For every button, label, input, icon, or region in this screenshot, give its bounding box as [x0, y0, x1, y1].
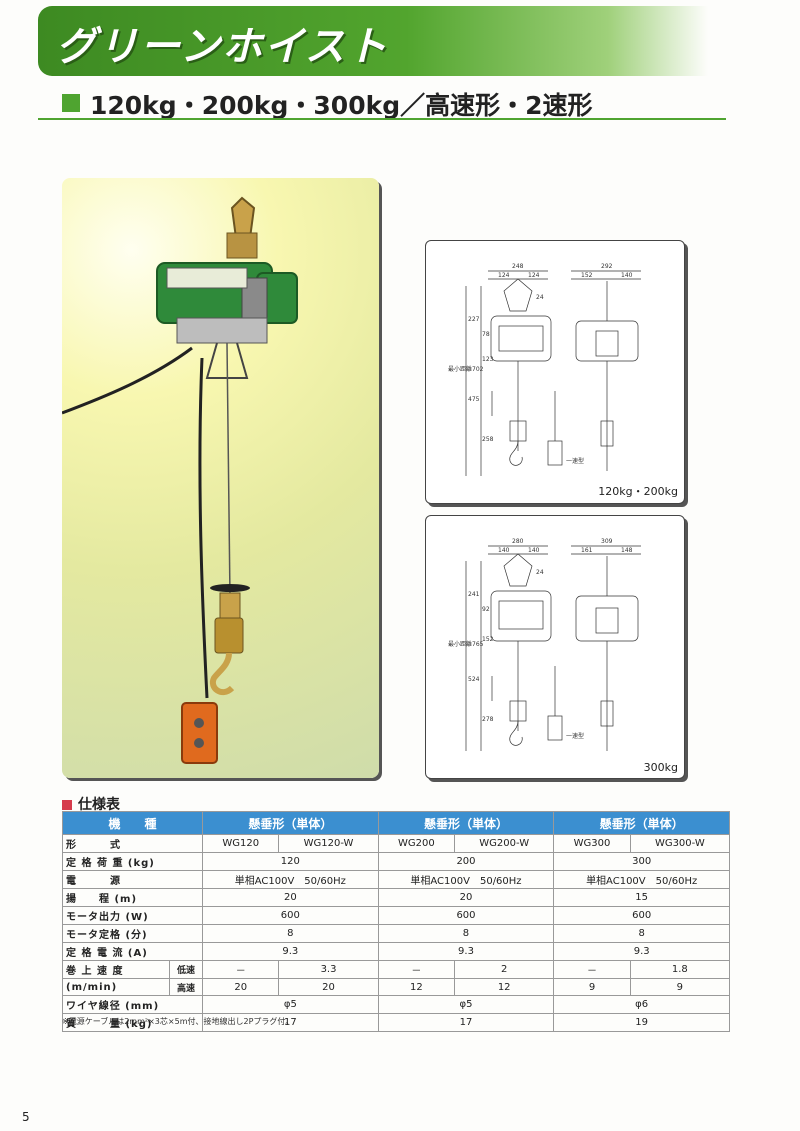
- dim-h-range: 475: [468, 396, 480, 403]
- subtitle-underline: [38, 118, 726, 120]
- page-number: 5: [22, 1110, 30, 1124]
- dim-side-left: 152: [581, 272, 593, 279]
- table-row: 電 源 単相AC100V 50/60Hz 単相AC100V 50/60Hz 単相…: [62, 870, 730, 889]
- dim-h-top: 227: [468, 316, 480, 323]
- header-group: 懸垂形（単体）: [377, 811, 555, 835]
- dim-min-dist: 最小距離765: [448, 640, 484, 648]
- dim-w-right: 140: [528, 547, 540, 554]
- dim-r24: 24: [536, 569, 544, 576]
- dim-h-78: 78: [482, 331, 490, 338]
- dim-h-152: 152: [482, 636, 494, 643]
- dim-h-top: 241: [468, 591, 480, 598]
- dim-h-92: 92: [482, 606, 490, 613]
- table-row: 形 式 WG120 WG120-W WG200 WG200-W WG300 WG…: [62, 834, 731, 853]
- dim-r24: 24: [536, 294, 544, 301]
- speed-type-label: 一速型: [566, 457, 584, 465]
- drawing-300: 280 140 140 309 161 148 241 92 152 524 2…: [448, 538, 641, 751]
- spec-heading-marker: [62, 800, 72, 810]
- spec-heading-text: 仕様表: [78, 797, 120, 813]
- dim-side-left: 161: [581, 547, 593, 554]
- dim-h-123: 123: [482, 356, 494, 363]
- hoist-illustration: [62, 196, 298, 764]
- dim-w-total: 248: [512, 263, 524, 270]
- dim-side-right: 140: [621, 272, 633, 279]
- table-row: 巻 上 速 度 低速 － 3.3 － 2 － 1.8: [62, 960, 731, 979]
- table-row: モータ定格 (分) 8 8 8: [62, 924, 730, 943]
- subtitle-marker: [62, 94, 80, 112]
- table-row: 定 格 電 流 (A) 9.3 9.3 9.3: [62, 942, 730, 961]
- page-title: グリーンホイスト: [56, 24, 389, 70]
- dim-side-right: 148: [621, 547, 633, 554]
- table-row: (m/min) 高速 20 20 12 12 9 9: [62, 978, 731, 996]
- dimension-diagram-300: 280 140 140 309 161 148 241 92 152 524 2…: [425, 515, 685, 779]
- speed-unit: (m/min): [62, 978, 170, 996]
- speed-type-label: 一速型: [566, 732, 584, 740]
- dim-w-left: 140: [498, 547, 510, 554]
- drawing-120-200: 248 124 124 292 152 140 227 78 123 475 2…: [448, 263, 641, 476]
- dim-w-right: 124: [528, 272, 540, 279]
- dim-h-278: 278: [482, 716, 494, 723]
- dim-w-left: 124: [498, 272, 510, 279]
- dim-side-total: 309: [601, 538, 613, 545]
- title-banner: [38, 6, 708, 76]
- footnote: ※電源ケーブルは2mm²×3芯×5m付、接地線出し2Pプラグ付。: [62, 1017, 294, 1026]
- table-header-row: 機 種 懸垂形（単体） 懸垂形（単体） 懸垂形（単体）: [62, 811, 730, 835]
- header-group: 懸垂形（単体）: [202, 811, 379, 835]
- dim-w-total: 280: [512, 538, 524, 545]
- product-photo: [62, 178, 379, 778]
- table-row: 揚 程 (m) 20 20 15: [62, 888, 730, 907]
- table-row: 定 格 荷 重 (kg) 120 200 300: [62, 852, 730, 871]
- dimension-diagram-120-200: 248 124 124 292 152 140 227 78 123 475 2…: [425, 240, 685, 504]
- dim-min-dist: 最小距離702: [448, 365, 484, 373]
- table-row: 質 量 (kg) 17 17 19: [62, 1013, 730, 1032]
- header-group: 懸垂形（単体）: [553, 811, 730, 835]
- speed-label: 巻 上 速 度: [62, 960, 170, 979]
- diagram-caption: 120kg・200kg: [598, 485, 678, 498]
- dim-h-258: 258: [482, 436, 494, 443]
- table-row: モータ出力 (W) 600 600 600: [62, 906, 730, 925]
- spec-heading: 仕様表: [62, 794, 120, 814]
- dim-h-range: 524: [468, 676, 480, 683]
- spec-table: 機 種 懸垂形（単体） 懸垂形（単体） 懸垂形（単体） 形 式 WG120 WG…: [62, 811, 731, 1032]
- diagram-caption: 300kg: [643, 761, 678, 774]
- page-subtitle: 120kg・200kg・300kg／高速形・2速形: [90, 91, 593, 120]
- dim-side-total: 292: [601, 263, 613, 270]
- header-label: 機 種: [62, 811, 203, 835]
- table-row: ワイヤ線径 (mm) φ5 φ5 φ6: [62, 995, 730, 1014]
